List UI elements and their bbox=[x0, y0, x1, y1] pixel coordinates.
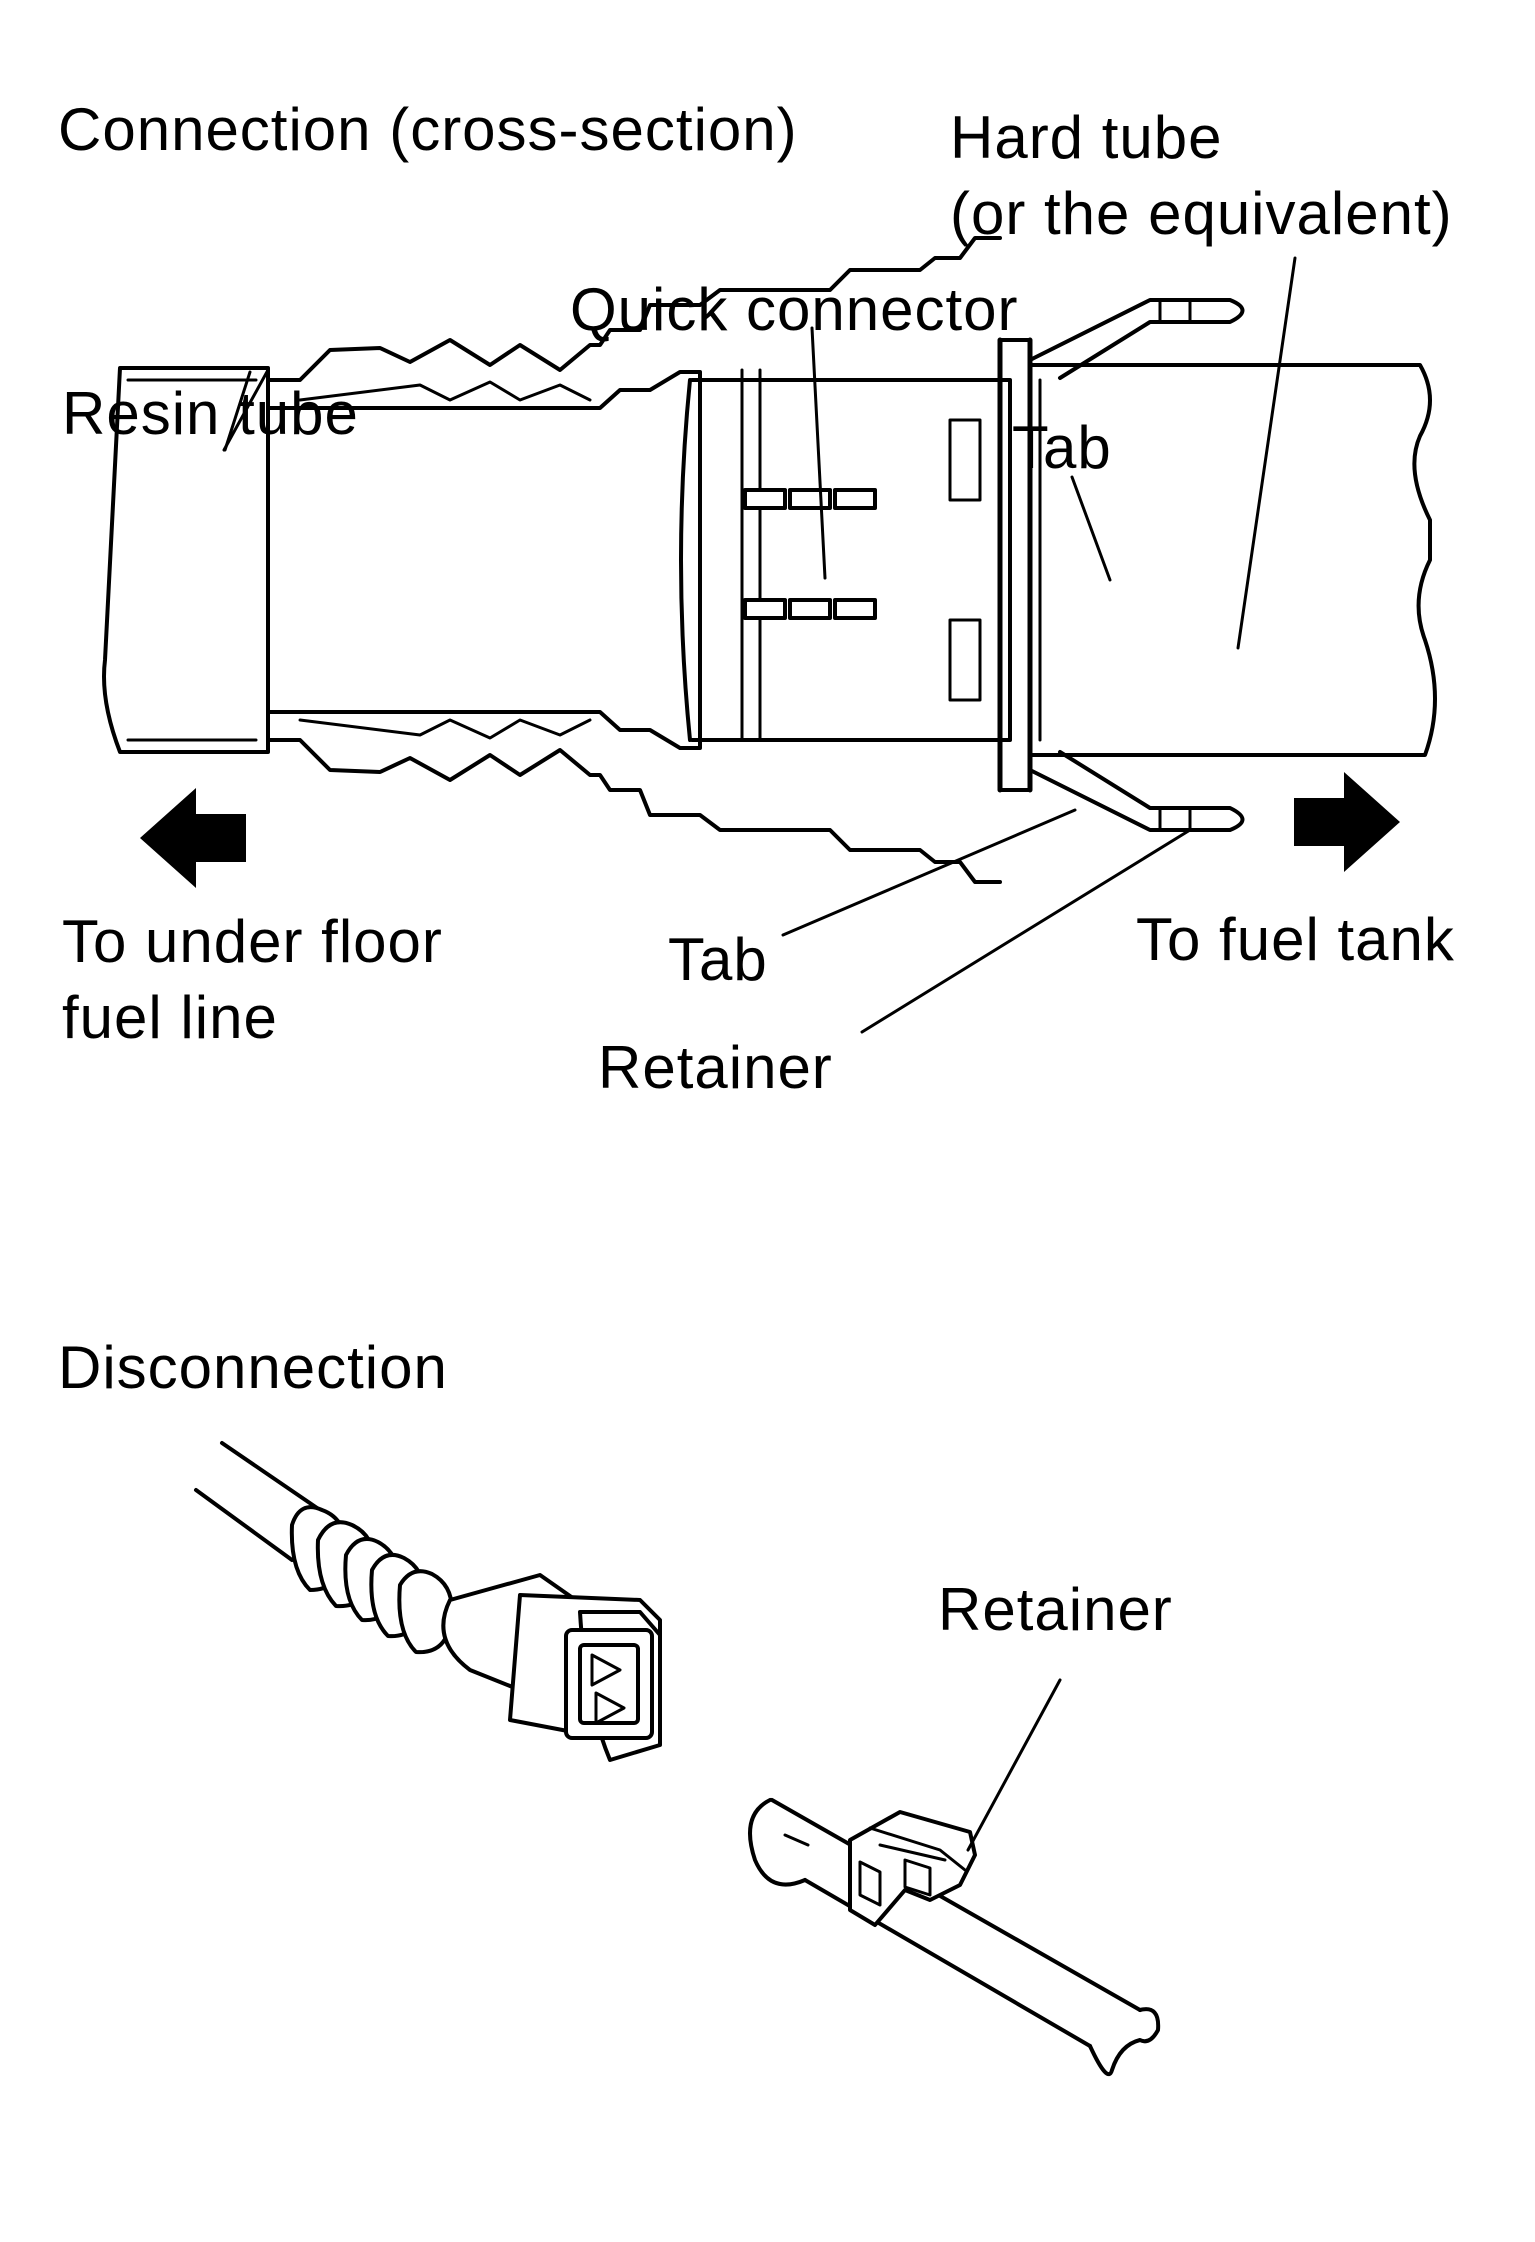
to-under-floor-label: To under floor fuel line bbox=[62, 904, 443, 1056]
tab-lower-label: Tab bbox=[668, 926, 768, 993]
disconnection-retainer-label: Retainer bbox=[938, 1576, 1173, 1643]
tab-upper-label: Tab bbox=[1012, 414, 1112, 481]
hard-tube-label: Hard tube (or the equivalent) bbox=[950, 100, 1453, 252]
hard-tube-label-line1: Hard tube bbox=[950, 104, 1223, 171]
connection-cross-section-drawing bbox=[102, 236, 1437, 1034]
arrow-left-icon bbox=[140, 788, 246, 888]
hard-tube-label-line2: (or the equivalent) bbox=[950, 180, 1453, 247]
disconnection-section-title: Disconnection bbox=[58, 1334, 448, 1401]
to-under-floor-label-line2: fuel line bbox=[62, 984, 278, 1051]
resin-tube-label: Resin tube bbox=[62, 380, 359, 447]
to-under-floor-label-line1: To under floor bbox=[62, 908, 443, 975]
arrow-right-icon bbox=[1294, 772, 1400, 872]
connection-section-title: Connection (cross-section) bbox=[58, 96, 798, 163]
to-fuel-tank-label: To fuel tank bbox=[1136, 906, 1455, 973]
retainer-label: Retainer bbox=[598, 1034, 833, 1101]
quick-connector-label: Quick connector bbox=[570, 276, 1019, 343]
